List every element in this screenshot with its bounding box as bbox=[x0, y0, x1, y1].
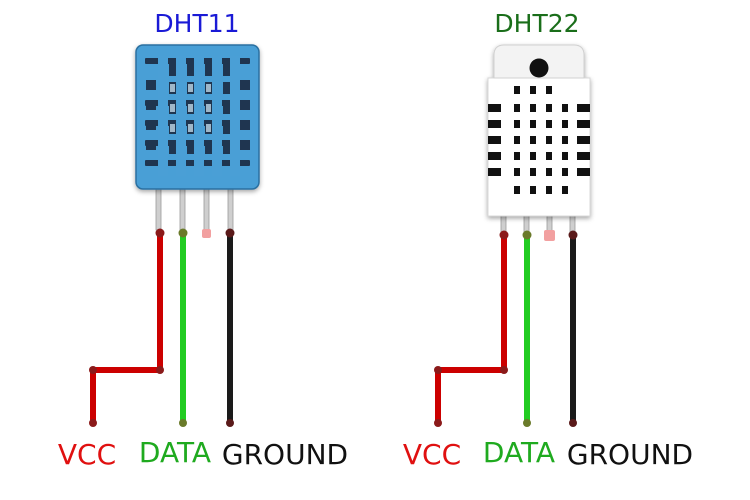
dht11-pins bbox=[155, 187, 234, 231]
dht11-connection-dots bbox=[89, 228, 235, 427]
dht11-ground-label: GROUND bbox=[222, 438, 348, 471]
dht22-ground-label: GROUND bbox=[567, 438, 693, 471]
dht11-vcc-label: VCC bbox=[58, 438, 116, 471]
dht22-body bbox=[487, 44, 591, 217]
dht22-sensor: DHT22 bbox=[403, 9, 693, 471]
dht11-data-label: DATA bbox=[139, 436, 211, 469]
dht22-mounting-hole bbox=[529, 58, 549, 78]
dht22-vcc-label: VCC bbox=[403, 438, 461, 471]
dht11-title: DHT11 bbox=[154, 9, 239, 38]
dht11-grille bbox=[145, 56, 250, 176]
dht11-sensor: DHT11 bbox=[58, 9, 348, 471]
dht22-data-label: DATA bbox=[483, 436, 555, 469]
dht22-connection-dots bbox=[434, 230, 578, 427]
dht11-vcc-wire bbox=[90, 233, 163, 423]
dht22-grille bbox=[488, 86, 590, 194]
dht22-title: DHT22 bbox=[494, 9, 579, 38]
dht22-vcc-wire bbox=[435, 235, 507, 423]
